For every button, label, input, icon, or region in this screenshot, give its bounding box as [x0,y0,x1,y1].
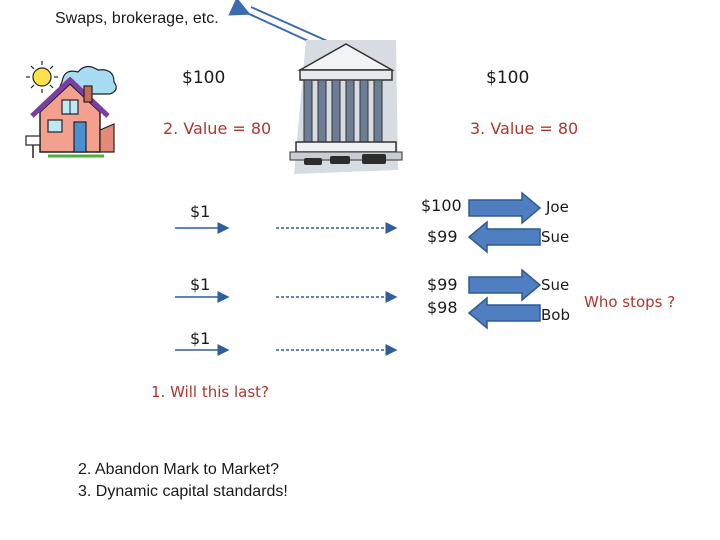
chain-amount-3: $99 [427,275,458,294]
left-amount: $100 [182,68,226,88]
chain-amount-1: $100 [421,196,462,215]
flow-amount-2: $1 [190,275,211,294]
left-value-label: 2. Value = 80 [163,119,272,138]
person-joe: Joe [546,198,569,216]
right-amount: $100 [486,68,530,88]
block-arrow-left-sue [467,220,541,254]
bank-building-icon [289,40,403,174]
block-arrow-right-joe [468,191,542,225]
person-sue-2: Sue [541,276,570,294]
right-value-label: 3. Value = 80 [470,119,579,138]
block-arrow-right-sue [468,268,542,302]
flow-amount-1: $1 [190,202,211,221]
swaps-note: Swaps, brokerage, etc. [55,10,219,27]
chain-amount-2: $99 [427,227,458,246]
house-icon [25,61,117,158]
flow-amount-3: $1 [190,329,211,348]
bank-link-line-2 [250,6,335,45]
point-3: 3. Dynamic capital standards! [78,483,288,500]
question-1: 1. Will this last? [151,383,270,401]
chain-amount-4: $98 [427,298,458,317]
who-stops-note: Who stops ? [584,293,676,311]
point-2: 2. Abandon Mark to Market? [78,461,279,478]
person-sue-1: Sue [541,228,570,246]
block-arrow-left-bob [467,296,541,330]
person-bob: Bob [541,306,570,324]
